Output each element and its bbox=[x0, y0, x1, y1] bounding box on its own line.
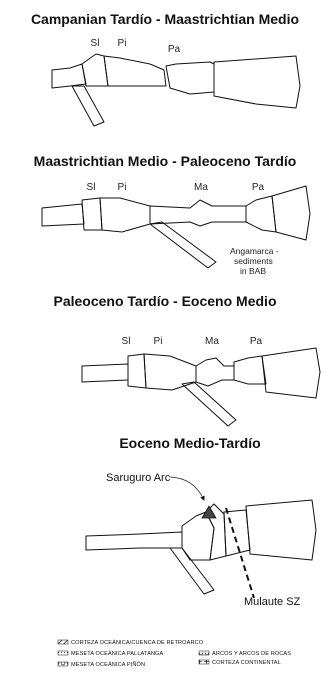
panel-2: Maastrichtian Medio - Paleoceno Tardío S… bbox=[34, 153, 310, 276]
pinon-plateau bbox=[104, 56, 166, 86]
pallatanga-plateau bbox=[128, 354, 146, 388]
subducting-slab bbox=[182, 382, 236, 426]
label-pi: Pi bbox=[118, 182, 127, 193]
oceanic-crust-left bbox=[42, 204, 84, 226]
sz-label: Mulaute SZ bbox=[244, 596, 301, 608]
legend-item: ARCOS Y ARCOS DE ROCAS bbox=[199, 651, 291, 657]
panel-title: Paleoceno Tardío - Eoceno Medio bbox=[54, 293, 277, 309]
arc bbox=[246, 196, 276, 232]
label-sl: Sl bbox=[122, 336, 131, 347]
legend-swatch bbox=[199, 651, 209, 655]
pinon-plateau bbox=[144, 354, 196, 390]
back-arc-basin bbox=[150, 200, 246, 226]
arc bbox=[234, 356, 266, 384]
continental-crust bbox=[214, 56, 300, 108]
note-line-2: sediments bbox=[234, 256, 273, 266]
panel-1: Campanian Tardío - Maastrichtian Medio S… bbox=[31, 11, 300, 126]
label-pa: Pa bbox=[252, 182, 265, 193]
panel-title: Maastrichtian Medio - Paleoceno Tardío bbox=[34, 153, 297, 169]
continental-crust bbox=[262, 348, 320, 398]
subducting-slab bbox=[150, 222, 216, 268]
arc-arrow bbox=[170, 477, 204, 500]
legend-item: MESETA OCEÁNICA PALLATANGA bbox=[58, 650, 163, 657]
label-pi: Pi bbox=[154, 336, 163, 347]
legend-swatch bbox=[58, 662, 68, 666]
legend-label: CORTEZA CONTINENTAL bbox=[212, 660, 281, 666]
legend-swatch bbox=[199, 660, 209, 664]
pallatanga-plateau bbox=[82, 198, 102, 230]
legend-item: CORTEZA CONTINENTAL bbox=[199, 660, 281, 666]
marginal-block bbox=[196, 358, 234, 386]
panel-4: Eoceno Medio-Tardío Saruguro Arc Mulaute… bbox=[86, 435, 316, 608]
legend-item: MESETA OCEÁNICA PIÑÓN bbox=[58, 661, 145, 668]
legend-label: MESETA OCEÁNICA PIÑÓN bbox=[71, 661, 145, 668]
panel-3: Paleoceno Tardío - Eoceno Medio Sl Pi Ma… bbox=[54, 293, 321, 426]
arc-label: Saruguro Arc bbox=[106, 472, 171, 484]
cross-section bbox=[86, 500, 316, 594]
legend-label: CORTEZA OCEÁNICA/CUENCA DE RETROARCO bbox=[71, 639, 204, 646]
note-line-1: Angamarca - bbox=[230, 246, 279, 256]
label-pa: Pa bbox=[250, 336, 263, 347]
label-ma: Ma bbox=[194, 182, 208, 193]
note-line-3: in BAB bbox=[240, 266, 266, 276]
legend-swatch bbox=[58, 651, 68, 655]
cross-section bbox=[82, 348, 320, 426]
subducting-slab bbox=[170, 548, 214, 594]
legend-label: ARCOS Y ARCOS DE ROCAS bbox=[212, 651, 291, 657]
oceanic-crust-left bbox=[86, 532, 182, 550]
continental-crust bbox=[272, 186, 310, 240]
label-ma: Ma bbox=[205, 336, 219, 347]
arc bbox=[166, 62, 214, 94]
label-pa: Pa bbox=[168, 44, 181, 55]
label-pi: Pi bbox=[118, 38, 127, 49]
continental-crust bbox=[246, 500, 316, 560]
oceanic-crust-left bbox=[82, 364, 128, 382]
panel-title: Campanian Tardío - Maastrichtian Medio bbox=[31, 11, 299, 27]
arc bbox=[224, 510, 250, 556]
legend-swatch bbox=[58, 640, 68, 644]
legend: CORTEZA OCEÁNICA/CUENCA DE RETROARCO MES… bbox=[58, 639, 291, 668]
oceanic-crust-left bbox=[52, 64, 86, 88]
cross-section bbox=[52, 54, 300, 126]
panel-title: Eoceno Medio-Tardío bbox=[119, 435, 260, 451]
legend-label: MESETA OCEÁNICA PALLATANGA bbox=[71, 650, 163, 657]
volcano-icon bbox=[202, 506, 216, 518]
label-sl: Sl bbox=[91, 38, 100, 49]
subducting-slab bbox=[72, 86, 104, 126]
legend-item: CORTEZA OCEÁNICA/CUENCA DE RETROARCO bbox=[58, 639, 204, 646]
label-sl: Sl bbox=[87, 182, 96, 193]
pinon-plateau bbox=[100, 198, 150, 232]
